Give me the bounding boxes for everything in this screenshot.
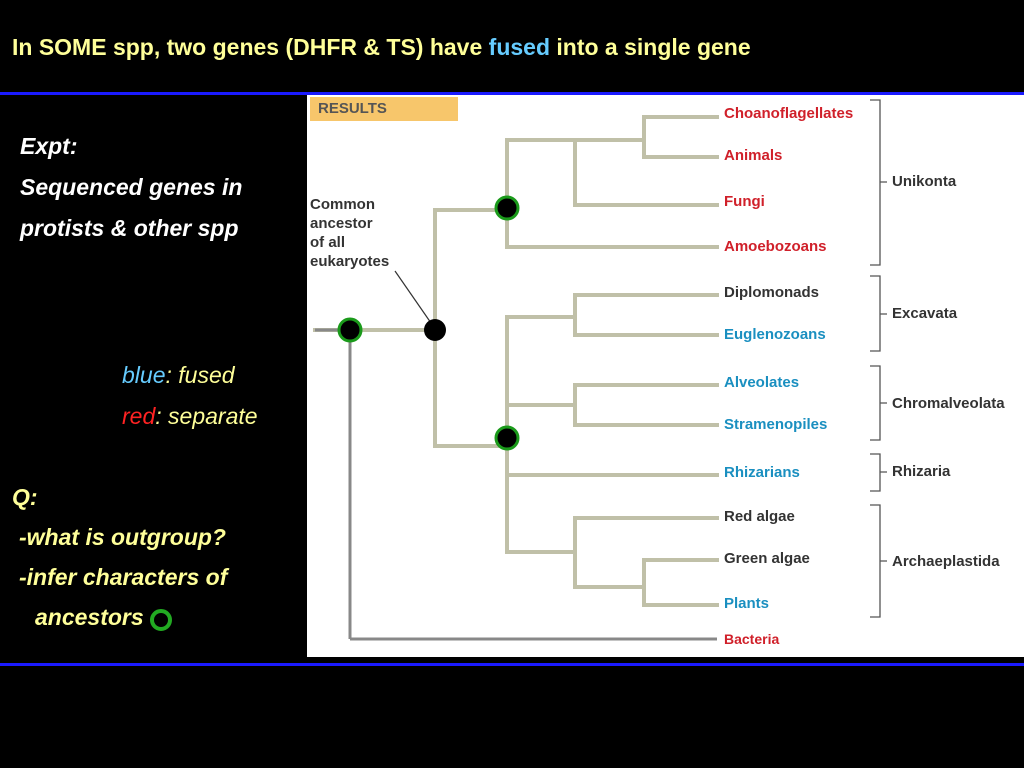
- phylogeny-tree: [313, 99, 887, 641]
- taxon-label: Diplomonads: [724, 284, 820, 301]
- taxon-label: Green algae: [724, 550, 810, 567]
- ancestor-pointer: [394, 270, 432, 324]
- title-highlight: fused: [488, 34, 550, 60]
- bracket-chromalveolata: [870, 365, 887, 441]
- legend-blue-word: blue: [122, 362, 166, 388]
- root-node: [337, 317, 363, 343]
- question-line-3: ancestors: [35, 604, 172, 631]
- expt-line-1: Sequenced genes in: [20, 174, 243, 200]
- group-brackets: [870, 99, 887, 618]
- ancestor-circle-icon: [149, 609, 172, 631]
- title-suffix: into a single gene: [550, 34, 751, 60]
- tree-branches: [313, 115, 719, 607]
- group-label-unikonta: Unikonta: [892, 173, 957, 190]
- bracket-unikonta: [870, 99, 887, 266]
- title-prefix: In SOME spp, two genes (DHFR & TS) have: [12, 34, 489, 60]
- legend-red-rest: : separate: [155, 403, 258, 429]
- common-line-4: eukaryotes: [310, 253, 390, 270]
- taxon-label: Stramenopiles: [724, 416, 828, 433]
- taxon-label: Choanoflagellates: [724, 105, 854, 122]
- common-line-1: Common: [310, 196, 375, 213]
- group-label-rhizaria: Rhizaria: [892, 463, 951, 480]
- taxon-label: Bacteria: [724, 631, 780, 647]
- experiment-text: Expt: Sequenced genes in protists & othe…: [20, 126, 242, 249]
- legend-separate: red: separate: [122, 403, 258, 430]
- taxon-label: Rhizarians: [724, 464, 800, 481]
- group-label-excavata: Excavata: [892, 305, 958, 322]
- question-line-3-text: ancestors: [35, 604, 144, 630]
- outgroup-branches: [315, 328, 717, 641]
- question-label: Q:: [12, 484, 38, 510]
- bikonta-node: [494, 425, 520, 451]
- question-line-1: -what is outgroup?: [19, 524, 226, 550]
- taxon-label: Fungi: [724, 193, 765, 210]
- bracket-rhizaria: [870, 453, 887, 492]
- question-line-2: -infer characters of: [19, 564, 228, 590]
- phylogeny-figure: RESULTS Common ancestor of all eukaryote…: [307, 95, 1024, 657]
- expt-line-2: protists & other spp: [20, 215, 239, 241]
- taxon-label: Plants: [724, 595, 770, 612]
- slide-title: In SOME spp, two genes (DHFR & TS) have …: [12, 34, 751, 61]
- taxon-label: Euglenozoans: [724, 326, 826, 343]
- taxon-label: Amoebozoans: [724, 238, 827, 255]
- taxon-label: Red algae: [724, 508, 795, 525]
- taxon-label: Animals: [724, 147, 783, 164]
- eukaryote-ancestor-node: [424, 319, 446, 341]
- bracket-archaeplastida: [870, 504, 887, 618]
- top-divider: [0, 92, 1024, 95]
- unikonta-node: [494, 195, 520, 221]
- legend-red-word: red: [122, 403, 156, 429]
- common-ancestor-label: Common ancestor of all eukaryotes: [310, 195, 389, 271]
- common-line-2: ancestor: [310, 215, 373, 232]
- results-label: RESULTS: [310, 97, 458, 121]
- expt-label: Expt:: [20, 133, 78, 159]
- group-label-chromalveolata: Chromalveolata: [892, 395, 1005, 412]
- bottom-divider: [0, 663, 1024, 666]
- taxon-label: Alveolates: [724, 374, 800, 391]
- legend-fused: blue: fused: [122, 362, 235, 389]
- common-line-3: of all: [310, 234, 346, 251]
- group-label-archaeplastida: Archaeplastida: [892, 553, 1000, 570]
- bracket-excavata: [870, 275, 887, 352]
- legend-blue-rest: : fused: [165, 362, 235, 388]
